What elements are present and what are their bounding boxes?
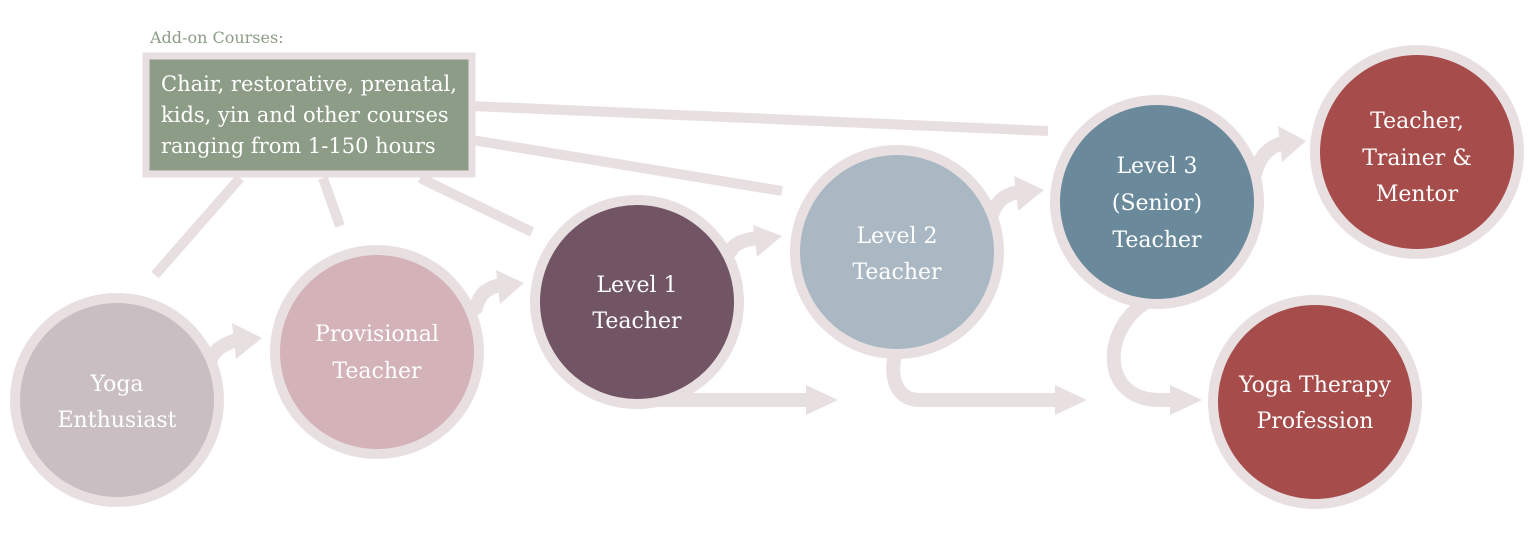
node-label-line: Profession bbox=[1257, 409, 1374, 434]
node-circle bbox=[800, 155, 994, 349]
node-circle bbox=[20, 303, 214, 497]
node-circle bbox=[1218, 305, 1412, 499]
addon-box bbox=[142, 52, 476, 178]
node-label-line: Enthusiast bbox=[58, 408, 177, 433]
addon-connector-level-1-teacher bbox=[417, 173, 535, 237]
arrowhead-4 bbox=[1014, 176, 1044, 211]
node-label-line: Teacher bbox=[332, 359, 422, 384]
arrow-curve-2 bbox=[469, 278, 507, 315]
node-level-3-senior-teacher: Level 3 (Senior) Teacher bbox=[1050, 95, 1264, 309]
arrowhead-3 bbox=[753, 225, 782, 257]
node-yoga-enthusiast: Yoga Enthusiast bbox=[10, 293, 224, 507]
node-teacher-trainer-mentor: Teacher, Trainer & Mentor bbox=[1310, 45, 1524, 259]
progression-arrowheads bbox=[232, 126, 1306, 359]
node-label-line: Teacher bbox=[852, 260, 942, 285]
node-label-line: Teacher bbox=[592, 309, 682, 334]
node-label-line: (Senior) bbox=[1112, 191, 1202, 216]
node-level-2-teacher: Level 2 Teacher bbox=[790, 145, 1004, 359]
addon-connectors bbox=[151, 101, 1049, 279]
arrowhead-5 bbox=[1278, 126, 1306, 162]
node-level-1-teacher: Level 1 Teacher bbox=[530, 195, 744, 409]
addon-heading: Add-on Courses: bbox=[149, 28, 284, 47]
lower-arrowheads bbox=[806, 385, 1202, 415]
addon-line-3: ranging from 1-150 hours bbox=[161, 134, 436, 158]
addon-line-2: kids, yin and other courses bbox=[161, 103, 449, 127]
arrowhead-2 bbox=[496, 270, 524, 304]
node-label-line: Level 2 bbox=[856, 224, 937, 249]
arrowhead-1 bbox=[232, 323, 262, 359]
node-label-line: Teacher, bbox=[1370, 109, 1464, 134]
node-label-line: Level 3 bbox=[1116, 154, 1197, 179]
node-label-line: Yoga bbox=[89, 372, 143, 397]
node-label-line: Provisional bbox=[315, 322, 439, 347]
node-yoga-therapy-profession: Yoga Therapy Profession bbox=[1208, 295, 1422, 509]
addon-line-1: Chair, restorative, prenatal, bbox=[161, 72, 457, 96]
node-label-line: Teacher bbox=[1112, 228, 1202, 253]
node-label-line: Trainer & bbox=[1362, 146, 1472, 171]
lower-arrow-level2-path bbox=[886, 347, 1055, 407]
lower-arrowhead-3 bbox=[1170, 385, 1202, 415]
arrow-curve-3 bbox=[723, 231, 764, 259]
lower-arrowhead-1 bbox=[806, 385, 838, 415]
node-label-line: Level 1 bbox=[596, 273, 677, 298]
node-label-line: Yoga Therapy bbox=[1238, 373, 1392, 398]
node-circle bbox=[280, 255, 474, 449]
addon-connector-provisional-teacher bbox=[318, 176, 345, 228]
addon-connector-level-3-teacher bbox=[471, 101, 1049, 136]
node-circle bbox=[540, 205, 734, 399]
lower-arrow-level3-path bbox=[1106, 293, 1170, 407]
lower-arrowhead-2 bbox=[1055, 385, 1087, 415]
node-circle bbox=[1320, 55, 1514, 249]
addon-connector-level-2-teacher bbox=[471, 135, 783, 196]
node-circle bbox=[1060, 105, 1254, 299]
node-label-line: Mentor bbox=[1376, 182, 1459, 207]
node-provisional-teacher: Provisional Teacher bbox=[270, 245, 484, 459]
addon-group: Add-on Courses: Chair, restorative, pren… bbox=[142, 28, 476, 178]
addon-connector-yoga-enthusiast bbox=[151, 174, 244, 279]
